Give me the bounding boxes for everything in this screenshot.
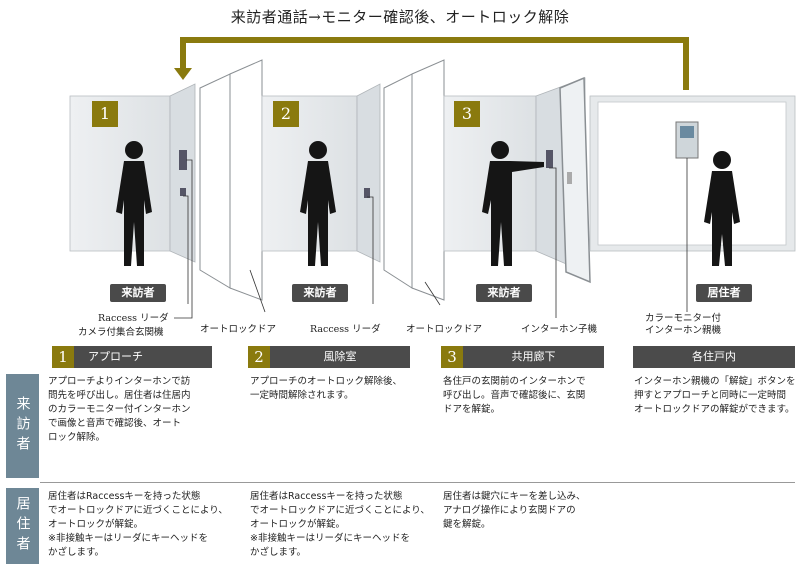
callout-intercom-sub-unit: インターホン子機 <box>521 324 598 335</box>
visitor-figure-1 <box>116 141 152 266</box>
column-title: アプローチ <box>88 350 143 363</box>
column-header-residence: 各住戸内 <box>633 346 795 368</box>
step-number-3: 3 <box>454 101 480 127</box>
visitor-figure-2 <box>300 141 336 266</box>
callout-monitor-line-2: インターホン親機 <box>645 325 722 336</box>
resident-figure <box>704 151 740 266</box>
desc-line: のカラーモニター付インターホン <box>48 404 191 415</box>
desc-line: アナログ操作により玄関ドアの <box>443 505 576 516</box>
desc-line: で画像と音声で確認後、オート <box>48 418 182 429</box>
desc-line: かざします。 <box>48 547 105 558</box>
call-flow-arrow <box>180 37 689 90</box>
role-label-visitor: 来訪者 <box>6 374 39 478</box>
desc-line: オートロックが解錠。 <box>250 519 346 530</box>
desc-line: 一定時間解除されます。 <box>250 390 354 401</box>
visitor-desc-residence: インターホン親機の「解錠」ボタンを 押すとアプローチと同時に一定時間 オートロッ… <box>634 375 799 417</box>
step-number-1: 1 <box>92 101 118 127</box>
visitor-desc-corridor: 各住戸の玄関前のインターホンで 呼び出し。音声で確認後に、玄関 ドアを解錠。 <box>443 375 623 417</box>
desc-line: 居住者はRaccessキーを持った状態 <box>250 491 403 502</box>
resident-desc-windbreak: 居住者はRaccessキーを持った状態 でオートロックドアに近づくことにより、 … <box>250 490 435 560</box>
row-divider <box>40 482 795 483</box>
column-number: 3 <box>441 346 463 368</box>
visitor-desc-approach: アプローチよりインターホンで訪 問先を呼び出し。居住者は住居内 のカラーモニター… <box>48 375 223 445</box>
visitor-tag-1: 来訪者 <box>110 284 166 302</box>
page-title: 来訪者通話→モニター確認後、オートロック解除 <box>230 8 570 26</box>
desc-line: オートロックドアの解錠ができます。 <box>634 404 795 415</box>
role-label-resident: 居住者 <box>6 488 39 564</box>
visitor-figure-3 <box>482 141 544 266</box>
column-title: 各住戸内 <box>692 350 736 363</box>
callout-monitor-line-1: カラーモニター付 <box>645 313 722 324</box>
room-residence <box>589 95 796 252</box>
desc-line: ドアを解錠。 <box>443 404 501 415</box>
callout-autolock-door-2: オートロックドア <box>406 324 483 335</box>
column-title: 共用廊下 <box>511 350 556 363</box>
column-number: 1 <box>52 346 74 368</box>
visitor-tag-2: 来訪者 <box>292 284 348 302</box>
desc-line: 各住戸の玄関前のインターホンで <box>443 376 586 387</box>
callout-autolock-door-1: オートロックドア <box>200 324 277 335</box>
desc-line: 押すとアプローチと同時に一定時間 <box>634 390 787 401</box>
desc-line: 居住者は鍵穴にキーを差し込み、 <box>443 491 586 502</box>
column-header-approach: 1 アプローチ <box>52 346 212 368</box>
step-number-2: 2 <box>273 101 299 127</box>
desc-line: オートロックが解錠。 <box>48 519 144 530</box>
visitor-desc-windbreak: アプローチのオートロック解除後、 一定時間解除されます。 <box>250 375 430 403</box>
room-approach <box>69 59 263 301</box>
desc-line: ※非接触キーはリーダにキーヘッドを <box>250 533 410 544</box>
column-number: 2 <box>248 346 270 368</box>
desc-line: ロック解除。 <box>48 432 106 443</box>
callout-leaders <box>174 158 688 319</box>
column-header-windbreak: 2 風除室 <box>248 346 410 368</box>
resident-desc-approach: 居住者はRaccessキーを持った状態 でオートロックドアに近づくことにより、 … <box>48 490 228 560</box>
desc-line: 呼び出し。音声で確認後に、玄関 <box>443 390 586 401</box>
column-header-corridor: 3 共用廊下 <box>441 346 604 368</box>
callout-raccess-reader-1: Raccess リーダ <box>98 313 169 324</box>
visitor-tag-3: 来訪者 <box>476 284 532 302</box>
desc-line: 鍵を解錠。 <box>443 519 491 530</box>
desc-line: でオートロックドアに近づくことにより、 <box>250 505 430 516</box>
desc-line: インターホン親機の「解錠」ボタンを <box>634 376 796 387</box>
entry-flow-illustration <box>69 37 796 319</box>
callout-camera-entrance-panel: カメラ付集合玄関機 <box>78 327 164 338</box>
arrow-head-icon <box>174 68 192 80</box>
room-windbreak <box>261 59 445 301</box>
desc-line: アプローチのオートロック解除後、 <box>250 376 403 387</box>
desc-line: 問先を呼び出し。居住者は住居内 <box>48 390 191 401</box>
desc-line: 居住者はRaccessキーを持った状態 <box>48 491 201 502</box>
callout-raccess-reader-2: Raccess リーダ <box>310 324 381 335</box>
desc-line: かざします。 <box>250 547 307 558</box>
desc-line: ※非接触キーはリーダにキーヘッドを <box>48 533 208 544</box>
desc-line: でオートロックドアに近づくことにより、 <box>48 505 228 516</box>
resident-desc-corridor: 居住者は鍵穴にキーを差し込み、 アナログ操作により玄関ドアの 鍵を解錠。 <box>443 490 623 532</box>
column-title: 風除室 <box>323 350 357 363</box>
resident-tag: 居住者 <box>696 284 752 302</box>
desc-line: アプローチよりインターホンで訪 <box>48 376 191 387</box>
